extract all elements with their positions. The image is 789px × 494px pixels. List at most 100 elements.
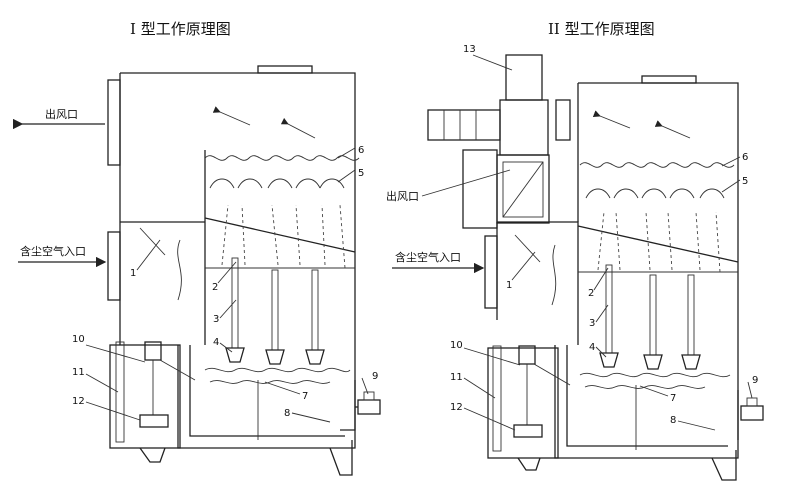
pump-box-right xyxy=(487,347,559,459)
tank-right xyxy=(554,345,739,459)
outlet-label-left: 出风口 xyxy=(45,107,78,121)
separator-5-left xyxy=(209,178,345,189)
callout-7-right: 7 xyxy=(670,393,676,404)
leader-5-left xyxy=(337,169,356,183)
outlet-label-right: 出风口 xyxy=(386,189,419,203)
demister-6-left xyxy=(204,155,360,161)
leader-1-left xyxy=(136,239,161,271)
callout-3-left: 3 xyxy=(213,314,219,325)
callout-12-right: 12 xyxy=(450,402,463,413)
diagram-type2: 出风口 含尘空气入口 13 1 2 3 4 5 6 7 8 9 10 11 12 xyxy=(386,44,764,481)
pump-12-right xyxy=(513,424,543,438)
callout-10-right: 10 xyxy=(450,340,463,351)
housing-left xyxy=(119,72,356,431)
dash-right-1 xyxy=(597,211,605,271)
dash-left-4 xyxy=(295,204,301,266)
callout-11-right: 11 xyxy=(450,372,463,383)
leader-7-left xyxy=(264,381,301,395)
flow-arrow-left-2 xyxy=(280,117,316,139)
water-surface2-right xyxy=(584,385,706,389)
callout-1-left: 1 xyxy=(130,268,136,279)
leader-4-right xyxy=(595,346,607,358)
pump-column-left xyxy=(115,341,125,443)
flow-arrow-left-1 xyxy=(212,106,251,126)
pump-column-right xyxy=(492,345,502,452)
inlet-flange-right xyxy=(484,235,498,309)
tube-3b-left xyxy=(271,269,279,351)
outlet-leader-right xyxy=(421,169,511,197)
tank-left xyxy=(177,345,356,449)
tank-inner-left xyxy=(189,345,345,437)
callout-8-right: 8 xyxy=(670,415,676,426)
dash-right-2 xyxy=(615,211,621,271)
leader-4-left xyxy=(219,342,233,353)
baffle-1-right xyxy=(514,234,541,263)
pump-pipe-left xyxy=(159,359,196,381)
leader-2-left xyxy=(217,261,237,284)
callout-3-right: 3 xyxy=(589,318,595,329)
leader-5-right xyxy=(721,179,741,193)
outlet-diag-right xyxy=(502,161,544,218)
outlet-flange-left xyxy=(107,79,121,166)
top-flange-left xyxy=(257,65,313,74)
callout-13-right: 13 xyxy=(463,44,476,55)
dash-right-6 xyxy=(715,211,721,273)
nozzle-4c-right xyxy=(681,354,701,370)
tube-3a-right xyxy=(605,264,613,354)
leader-8-left xyxy=(291,412,331,423)
dash-left-2 xyxy=(241,204,246,266)
water-surface2-left xyxy=(209,380,331,384)
pump-pipe-right xyxy=(533,363,571,386)
callout-4-left: 4 xyxy=(213,337,219,348)
callout-2-right: 2 xyxy=(588,288,594,299)
leader-10-left xyxy=(85,344,146,363)
leader-3-right xyxy=(595,304,609,323)
flow-curve-right xyxy=(551,244,557,306)
inlet-flange-left xyxy=(107,231,121,301)
title-type1: I 型工作原理图 xyxy=(130,20,231,38)
side-grille-right xyxy=(555,99,571,141)
inlet-label-left: 含尘空气入口 xyxy=(20,244,86,258)
flow-arrow-right-1 xyxy=(592,110,631,129)
dash-right-4 xyxy=(667,211,673,271)
callout-5-left: 5 xyxy=(358,168,364,179)
fan-housing-right xyxy=(499,99,549,156)
leader-11-left xyxy=(85,373,119,393)
drain-right xyxy=(517,457,541,471)
callout-1-right: 1 xyxy=(506,280,512,291)
leader-13-right xyxy=(472,54,513,71)
callout-4-right: 4 xyxy=(589,342,595,353)
leg-left xyxy=(329,440,353,476)
nozzle-4a-left xyxy=(225,347,245,363)
leader-6-right xyxy=(721,156,741,167)
valve-top-right xyxy=(746,397,758,407)
leader-9-right xyxy=(747,381,753,399)
tank-inner-right xyxy=(566,345,728,447)
nozzle-4a-right xyxy=(599,352,619,368)
dash-right-5 xyxy=(695,211,701,271)
support-frame-right xyxy=(462,149,498,229)
title-type2: II 型工作原理图 xyxy=(548,20,655,38)
callout-12-left: 12 xyxy=(72,396,85,407)
nozzle-4b-right xyxy=(643,354,663,370)
nozzle-4b-left xyxy=(265,349,285,365)
nozzle-4c-left xyxy=(305,349,325,365)
fan-13-right xyxy=(505,54,543,101)
water-surface-right xyxy=(579,372,731,378)
callout-9-right: 9 xyxy=(752,375,758,386)
baffle-1-left xyxy=(139,227,166,256)
leader-3-left xyxy=(219,299,237,319)
leader-12-right xyxy=(463,407,516,431)
dash-left-6 xyxy=(339,204,346,269)
pump-12-left xyxy=(139,414,169,428)
callout-5-right: 5 xyxy=(742,176,748,187)
callout-7-left: 7 xyxy=(302,391,308,402)
leader-1-right xyxy=(511,251,536,281)
leg-right xyxy=(711,450,737,481)
valve-top-left xyxy=(363,391,375,401)
dash-left-3 xyxy=(271,204,279,266)
callout-2-left: 2 xyxy=(212,282,218,293)
leader-8-right xyxy=(677,420,716,431)
motor-right xyxy=(518,345,536,365)
